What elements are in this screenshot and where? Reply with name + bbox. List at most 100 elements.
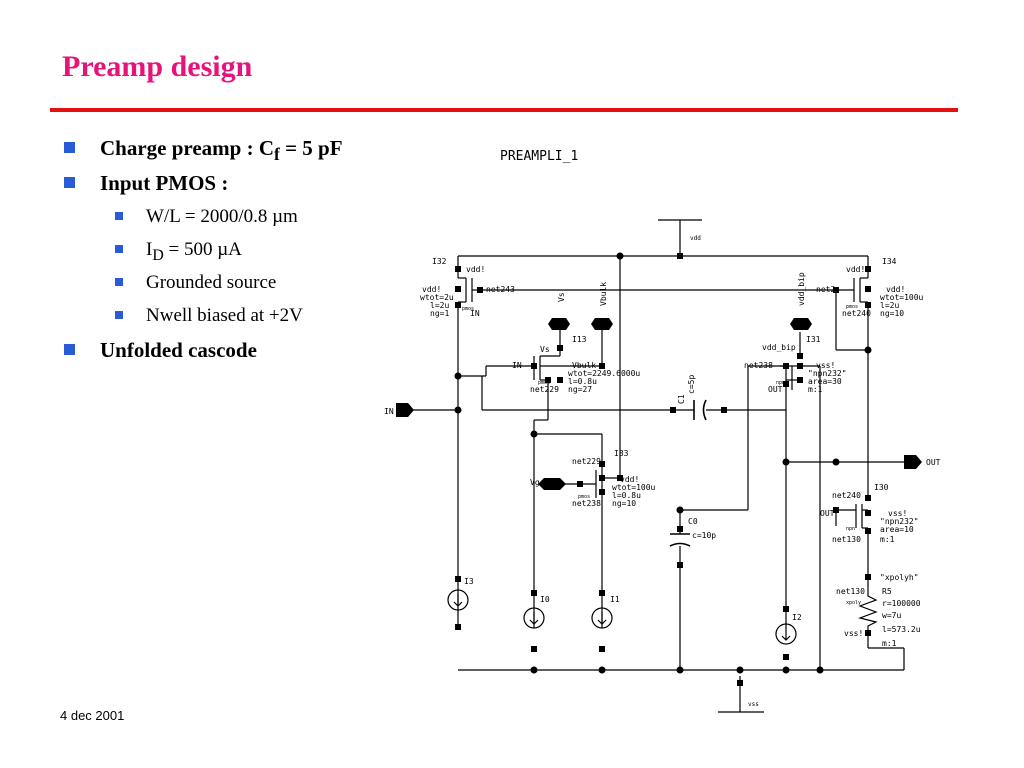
- i13-vbulk: Vbulk: [572, 361, 596, 370]
- r5-r: r=100000: [882, 599, 921, 608]
- i32-wtot: wtot=2u: [420, 293, 454, 302]
- c0-value: c=10p: [692, 531, 716, 540]
- i31-net: net238: [744, 361, 773, 370]
- current-source-i1: [591, 607, 613, 629]
- i34-l: l=2u: [880, 301, 899, 310]
- bullet-square-icon: [115, 212, 123, 220]
- i31-vdd-bip: vdd_bip: [762, 343, 796, 352]
- i13-l: l=0.8u: [568, 377, 597, 386]
- i33-net2: net238: [572, 499, 601, 508]
- i31-vss: vss!: [816, 361, 835, 370]
- bullet-square-icon: [64, 177, 75, 188]
- title-underline: [50, 108, 958, 112]
- out-pin-icon: [904, 455, 922, 469]
- r5-w: w=7u: [882, 611, 901, 620]
- i32-vdd-top: vdd!: [466, 265, 485, 274]
- vs-pin-icon: [548, 318, 570, 330]
- i30-out: OUT: [820, 509, 835, 518]
- sub-bullet-nwell: Nwell biased at +2V: [62, 305, 343, 338]
- i31-m: m:1: [808, 385, 823, 394]
- i32-ng: ng=1: [430, 309, 449, 318]
- i31-name: I31: [806, 335, 821, 344]
- vg-pin-label: Vg: [530, 478, 540, 487]
- i33-name: I33: [614, 449, 629, 458]
- capacitor-c1: [693, 399, 707, 421]
- bullet-charge-preamp: Charge preamp : Cf = 5 pF: [62, 136, 343, 171]
- i34-vdd-bulk: vdd!: [886, 285, 905, 294]
- bullet-unfolded-cascode: Unfolded cascode: [62, 338, 343, 373]
- i34-net: net2: [816, 285, 835, 294]
- bullet-square-icon: [115, 278, 123, 286]
- i31-type: npn: [776, 380, 785, 386]
- current-source-i3: [447, 589, 469, 611]
- i30-model: "npn232": [880, 517, 919, 526]
- i30-vss: vss!: [888, 509, 907, 518]
- r5-name: R5: [882, 587, 892, 596]
- out-pin-label: OUT: [926, 458, 941, 467]
- i30-net2: net130: [832, 535, 861, 544]
- i33-vdd: vdd!: [620, 475, 639, 484]
- i13-in: IN: [512, 361, 522, 370]
- sub-bullet-id: ID = 500 µA: [62, 239, 343, 272]
- vg-pin-icon: [538, 478, 566, 490]
- i31-model: "npn232": [808, 369, 847, 378]
- current-source-i0: [523, 607, 545, 629]
- sub-bullet-wl: W/L = 2000/0.8 µm: [62, 206, 343, 239]
- bullet-list: Charge preamp : Cf = 5 pF Input PMOS : W…: [62, 136, 343, 373]
- i33-ng: ng=10: [612, 499, 636, 508]
- i13-net: net229: [530, 385, 559, 394]
- slide-title: Preamp design: [62, 50, 253, 83]
- i30-type: npn: [846, 526, 855, 532]
- ground-label: vss: [748, 701, 759, 708]
- i32-name: I32: [432, 257, 447, 266]
- i32-type: pmos: [462, 306, 474, 312]
- r5-m: m:1: [882, 639, 897, 648]
- i33-wtot: wtot=100u: [612, 483, 656, 492]
- current-source-i2: [775, 623, 797, 645]
- resistor-r5: [857, 590, 878, 628]
- junction-dots: [454, 252, 872, 674]
- pins: [396, 318, 922, 490]
- i0-name: I0: [540, 595, 550, 604]
- r5-vss: vss!: [844, 629, 863, 638]
- i13-vs: Vs: [540, 345, 550, 354]
- i34-ng: ng=10: [880, 309, 904, 318]
- i34-net2: net240: [842, 309, 871, 318]
- bullet-square-icon: [115, 245, 123, 253]
- c1-value: c=5p: [687, 375, 696, 394]
- c1-name: C1: [677, 394, 686, 404]
- i2-name: I2: [792, 613, 802, 622]
- supply-label: vdd: [690, 235, 701, 242]
- i33-l: l=0.8u: [612, 491, 641, 500]
- i13-ng: ng=27: [568, 385, 592, 394]
- i13-type: pmos: [538, 380, 550, 386]
- i13-name: I13: [572, 335, 587, 344]
- bullet-input-pmos: Input PMOS :: [62, 171, 343, 206]
- r5-l: l=573.2u: [882, 625, 921, 634]
- in-pin-label: IN: [384, 407, 394, 416]
- sub-bullet-grounded-source: Grounded source: [62, 272, 343, 305]
- i30-m: m:1: [880, 535, 895, 544]
- i1-name: I1: [610, 595, 620, 604]
- i34-wtot: wtot=100u: [880, 293, 924, 302]
- terminal-pins: [455, 253, 871, 686]
- vdd-bip-pin-icon: [790, 318, 812, 330]
- vs-pin-label: Vs: [557, 292, 566, 302]
- r5-model: "xpolyh": [880, 573, 919, 582]
- cell-name: PREAMPLI_1: [500, 149, 578, 164]
- r5-net: net130: [836, 587, 865, 596]
- i31-area: area=30: [808, 377, 842, 386]
- i34-type: pmos: [846, 304, 858, 310]
- c0-name: C0: [688, 517, 698, 526]
- capacitor-c0: [669, 533, 691, 547]
- i32-in: IN: [470, 309, 480, 318]
- vdd-bip-pin-label: vdd_bip: [797, 272, 806, 306]
- i31-out: OUT: [768, 385, 783, 394]
- vbulk-pin-icon: [591, 318, 613, 330]
- i34-name: I34: [882, 257, 897, 266]
- i32-l: l=2u: [430, 301, 449, 310]
- r5-type: xpoly: [846, 600, 861, 606]
- i3-name: I3: [464, 577, 474, 586]
- footer-date: 4 dec 2001: [60, 708, 125, 723]
- i13-wtot: wtot=2249.6000u: [568, 369, 640, 378]
